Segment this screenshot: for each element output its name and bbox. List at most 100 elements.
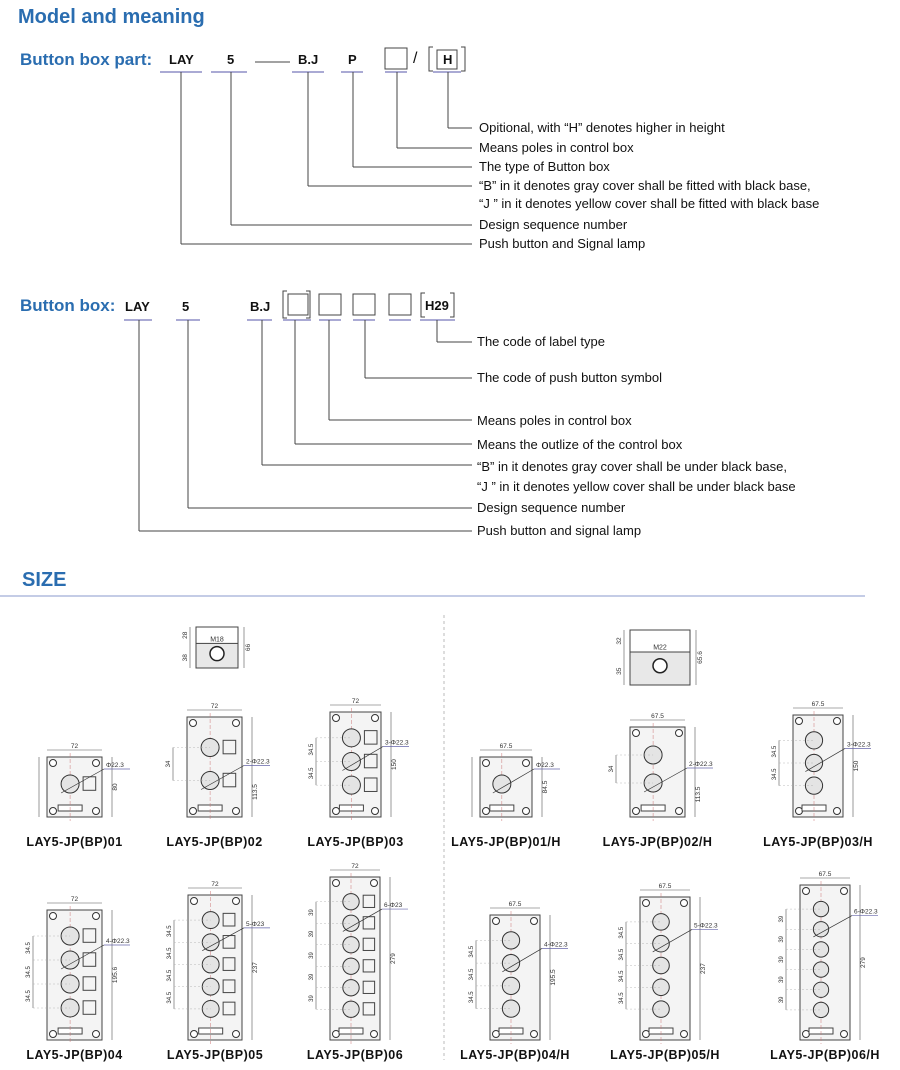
line: [492, 768, 535, 794]
dimension-text: 34.5: [167, 969, 173, 981]
dimension-text: 65.6: [697, 651, 704, 664]
dimension-text: 34.5: [26, 990, 32, 1002]
dimension-text: 67.5: [659, 883, 672, 890]
button-hole: [804, 731, 824, 750]
dimension-text: 72: [351, 863, 359, 870]
indicator-window: [222, 1001, 236, 1016]
dimension-text: 113.5: [252, 784, 259, 800]
indicator-window: [82, 1000, 97, 1015]
dimension-text: 195.6: [112, 966, 119, 983]
page-title: Model and meaning: [18, 6, 205, 28]
poles-box-2: [318, 293, 342, 316]
dimension-text: 34.5: [309, 743, 315, 755]
desc-optional-h: Opitional, with “H” denotes higher in he…: [479, 120, 725, 135]
screw-icon: [833, 807, 841, 815]
screw-icon: [492, 917, 500, 925]
code-slash: /: [413, 50, 418, 67]
screw-icon: [840, 1030, 848, 1038]
indicator-window: [82, 976, 97, 991]
side-view-outline: [195, 626, 239, 669]
button-hole: [812, 1001, 830, 1019]
screw-icon: [530, 917, 538, 925]
button-hole: [342, 893, 360, 911]
screw-icon: [49, 759, 57, 767]
button-hole: [812, 941, 830, 958]
dimension-text: 237: [252, 962, 259, 973]
code-p: P: [348, 52, 357, 67]
dimension-text: 67.5: [500, 743, 513, 750]
screw-icon: [370, 879, 378, 887]
screw-icon: [49, 912, 57, 920]
screw-icon: [332, 714, 340, 722]
outlize-box: [287, 293, 309, 316]
line: [202, 927, 245, 952]
line: [342, 908, 383, 932]
dimension-text: 34.5: [772, 768, 778, 780]
screw-icon: [680, 1030, 688, 1038]
indicator-window: [222, 912, 236, 927]
indicator-window: [362, 937, 376, 951]
screw-icon: [675, 807, 683, 815]
indicator-window: [82, 928, 97, 943]
indicator-window: [363, 730, 378, 745]
dimension-text: 34.5: [26, 942, 32, 954]
dimension-text: 4-Φ22.3: [544, 941, 568, 948]
line: [342, 746, 384, 771]
dimension-text: 34.5: [469, 991, 475, 1003]
button-hole: [812, 981, 830, 998]
model-label: LAY5-JP(BP)02: [166, 835, 263, 849]
box-desc-j: “J ” in it denotes yellow cover shall be…: [477, 479, 796, 494]
dimension-text: Φ22.3: [106, 762, 124, 769]
button-hole: [652, 934, 670, 953]
dimension-text: 84.5: [542, 780, 549, 793]
screw-icon: [802, 887, 810, 895]
line: [502, 948, 543, 973]
screw-icon: [522, 807, 530, 815]
enclosure-7: [46, 909, 103, 1041]
dimension-text: 28: [182, 631, 189, 639]
screw-icon: [332, 879, 340, 887]
indicator-window: [222, 935, 236, 949]
model-label: LAY5-JP(BP)06: [306, 1048, 404, 1062]
screw-icon: [795, 717, 803, 725]
box-desc-outlize: Means the outlize of the control box: [477, 437, 683, 452]
dimension-text: 39: [309, 995, 315, 1002]
dimension-text: 34.5: [167, 991, 173, 1003]
screw-icon: [632, 729, 640, 737]
line: [652, 929, 693, 953]
box-desc-b: “B” in it denotes gray cover shall be un…: [477, 459, 788, 474]
dimension-text: 34.5: [619, 970, 625, 982]
button-hole: [342, 936, 360, 954]
line: [805, 748, 846, 772]
screw-icon: [190, 1030, 198, 1038]
dimension-text: 4-Φ22.3: [106, 938, 130, 945]
indicator-window: [362, 1002, 376, 1016]
button-hole: [342, 957, 360, 975]
enclosure-5: [629, 726, 686, 818]
dimension-text: 34.5: [309, 767, 315, 779]
screw-icon: [482, 759, 490, 767]
dimension-text: 67.5: [812, 701, 825, 708]
box-desc-sequence: Design sequence number: [477, 500, 626, 515]
screw-icon: [232, 897, 240, 905]
screw-icon: [232, 1030, 240, 1038]
dimension-text: 2-Φ22.3: [689, 761, 713, 768]
box-code-h29: H29: [425, 298, 449, 313]
line: [813, 915, 853, 938]
box-code-bj: B.J: [250, 299, 271, 314]
box-desc-symbol: The code of push button symbol: [477, 370, 663, 385]
extra-box: [388, 293, 412, 316]
dimension-text: 72: [211, 703, 219, 710]
model-label: LAY5-JP(BP)05/H: [610, 1048, 720, 1062]
thread-hole: [209, 645, 225, 662]
indicator-window: [363, 777, 378, 792]
screw-icon: [189, 719, 197, 727]
size-title: SIZE: [22, 569, 67, 591]
line: [60, 944, 105, 970]
part-label: Button box part:: [20, 50, 153, 69]
dimension-text: M22: [653, 644, 667, 651]
screw-icon: [642, 1030, 650, 1038]
dimension-text: 3-Φ22.3: [847, 741, 871, 748]
